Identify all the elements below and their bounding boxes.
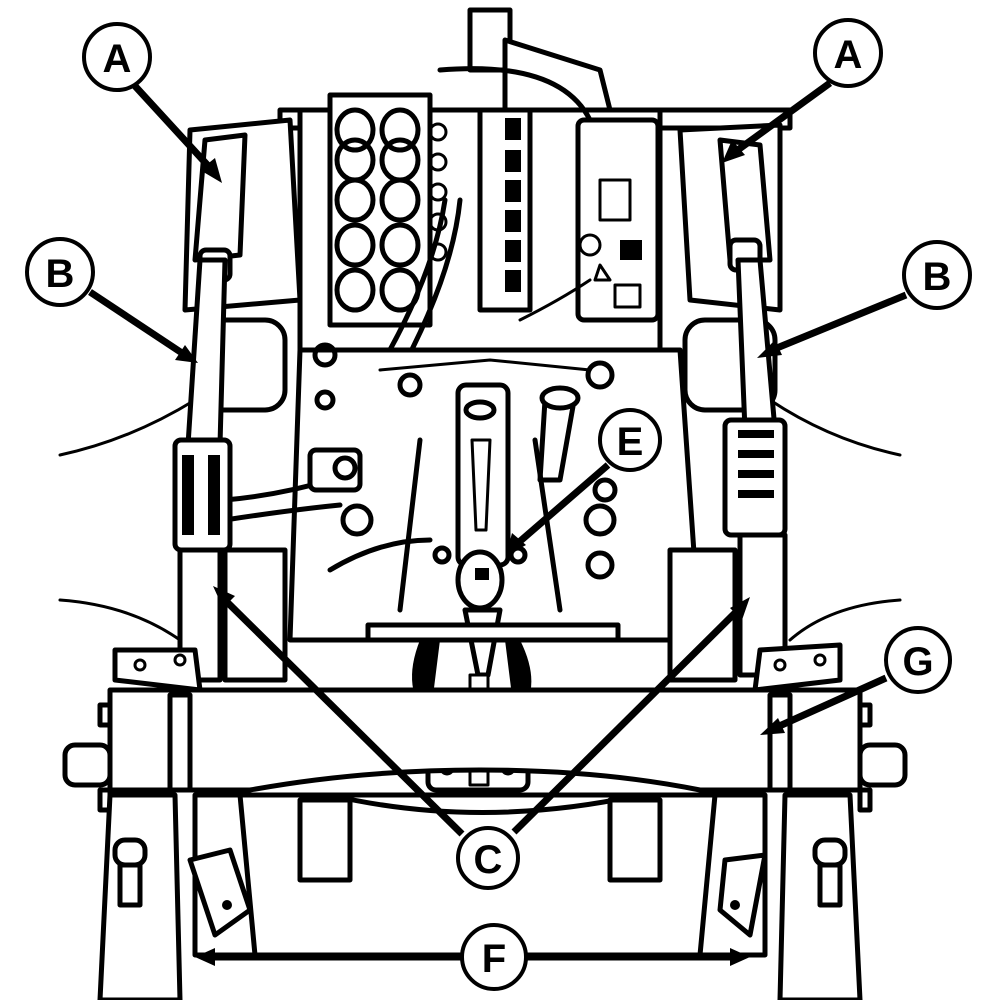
main-frame (62, 687, 908, 813)
right-lift-cylinder (667, 122, 843, 693)
couplers (334, 107, 421, 313)
callout-a-left: A (82, 22, 152, 92)
fender-arcs (58, 398, 902, 642)
callout-label: B (46, 252, 75, 296)
right-cylinder-ribs (738, 430, 774, 498)
callout-g: G (884, 626, 952, 694)
callout-label: C (474, 838, 503, 882)
leader-lines (88, 80, 908, 966)
callout-a-right: A (813, 18, 883, 88)
callout-b-right: B (902, 240, 972, 310)
callout-f: F (460, 923, 528, 991)
left-cylinder-ribs (182, 455, 220, 535)
left-lift-cylinder (112, 117, 303, 693)
callout-e: E (598, 408, 662, 472)
callout-b-left: B (25, 237, 95, 307)
callout-c: C (456, 826, 520, 890)
callout-label: G (902, 640, 933, 684)
callout-label: E (617, 420, 644, 464)
callout-label: F (482, 937, 506, 981)
callout-label: A (834, 33, 863, 77)
spools (505, 118, 521, 292)
callout-label: B (923, 255, 952, 299)
callout-label: A (103, 37, 132, 81)
